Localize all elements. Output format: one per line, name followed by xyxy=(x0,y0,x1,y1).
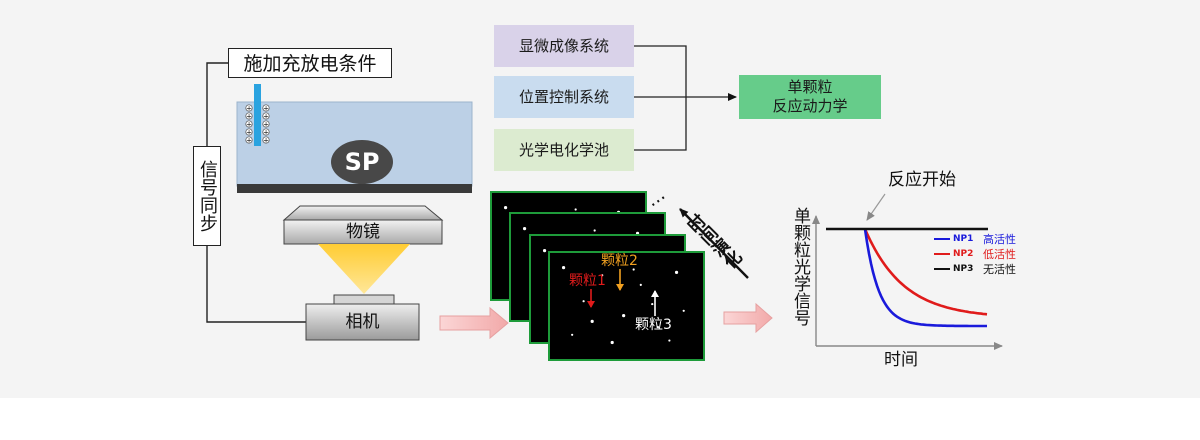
legend-item-np3: NP3 无活性 xyxy=(934,261,1016,276)
microscopy-system-label: 显微成像系统 xyxy=(494,25,634,67)
svg-text:+: + xyxy=(246,121,252,129)
frame-dot xyxy=(543,249,546,252)
plot-legend: NP1 高活性 NP2 低活性 NP3 无活性 xyxy=(934,231,1016,276)
position-system-label: 位置控制系统 xyxy=(494,76,634,118)
kinetics-label: 单颗粒 反应动力学 xyxy=(739,75,881,119)
frame-dot xyxy=(575,208,577,210)
light-beam xyxy=(318,244,410,294)
frame-dot xyxy=(640,284,642,286)
plot-ylabel: 单颗粒光学信号 xyxy=(790,207,810,326)
frame-dot xyxy=(591,320,594,323)
objective-label: 物镜 xyxy=(284,221,442,243)
pink-arrow-1 xyxy=(440,308,508,338)
frame-dot xyxy=(668,339,670,341)
charge-marker: + xyxy=(263,121,269,129)
frame-dot xyxy=(651,303,653,305)
charge-condition-label: 施加充放电条件 xyxy=(228,48,392,78)
kinetics-label-line2: 反应动力学 xyxy=(772,97,847,116)
particle1-label: 颗粒1 xyxy=(569,273,606,289)
sp-label: SP xyxy=(331,148,393,176)
svg-text:+: + xyxy=(263,121,269,129)
frame-dot xyxy=(683,310,685,312)
particle2-label: 颗粒2 xyxy=(601,253,638,269)
svg-text:+: + xyxy=(263,137,269,145)
charge-marker: + xyxy=(263,105,269,113)
frame-dot xyxy=(571,334,573,336)
charge-marker: + xyxy=(263,137,269,145)
camera-top xyxy=(334,295,394,304)
svg-text:+: + xyxy=(263,113,269,121)
legend-id-np1: NP1 xyxy=(953,234,983,244)
svg-text:+: + xyxy=(246,137,252,145)
electrode xyxy=(254,84,261,146)
legend-swatch-np3 xyxy=(934,268,950,270)
pink-arrow-2 xyxy=(724,304,772,332)
frame-dot xyxy=(562,266,565,269)
charge-marker: + xyxy=(246,121,252,129)
svg-text:+: + xyxy=(263,105,269,113)
legend-swatch-np1 xyxy=(934,238,950,240)
reaction-start-label: 反应开始 xyxy=(888,170,956,190)
svg-text:+: + xyxy=(246,129,252,137)
legend-desc-np1: 高活性 xyxy=(983,231,1016,247)
substrate-plate xyxy=(237,184,472,193)
legend-desc-np2: 低活性 xyxy=(983,246,1016,262)
charge-marker: + xyxy=(246,113,252,121)
optical-cell-label: 光学电化学池 xyxy=(494,129,634,171)
legend-item-np1: NP1 高活性 xyxy=(934,231,1016,246)
frame-dot xyxy=(675,271,678,274)
frame-dot xyxy=(611,341,614,344)
frame-dot xyxy=(594,229,596,231)
frame-dot xyxy=(523,227,526,230)
frame-dot xyxy=(622,314,625,317)
legend-item-np2: NP2 低活性 xyxy=(934,246,1016,261)
frame-dot xyxy=(583,300,585,302)
legend-id-np3: NP3 xyxy=(953,264,983,274)
particle3-label: 颗粒3 xyxy=(635,317,672,333)
charge-marker: + xyxy=(246,129,252,137)
frame-dot xyxy=(504,206,507,209)
bracket-connector xyxy=(634,46,686,150)
objective-top xyxy=(284,206,442,220)
reaction-start-pointer xyxy=(867,194,885,220)
legend-swatch-np2 xyxy=(934,253,950,255)
kinetics-label-line1: 单颗粒 xyxy=(787,78,832,97)
charge-marker: + xyxy=(246,105,252,113)
charge-marker: + xyxy=(246,137,252,145)
svg-text:+: + xyxy=(246,113,252,121)
legend-id-np2: NP2 xyxy=(953,249,983,259)
charge-marker: + xyxy=(263,129,269,137)
svg-text:+: + xyxy=(246,105,252,113)
plot-xlabel: 时间 xyxy=(884,350,918,370)
signal-sync-label: 信号同步 xyxy=(193,146,221,246)
camera-label: 相机 xyxy=(306,310,419,334)
legend-desc-np3: 无活性 xyxy=(983,261,1016,277)
svg-text:+: + xyxy=(263,129,269,137)
charge-marker: + xyxy=(263,113,269,121)
